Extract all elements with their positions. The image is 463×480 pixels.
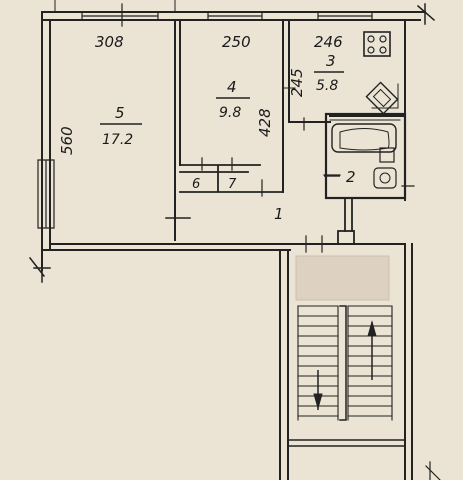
stair-treads-right [347,305,393,421]
stair-arrow-down-head [313,393,323,410]
sink [379,147,395,163]
stove [363,31,391,57]
closet-door-marks [201,157,263,197]
kitchen-counter [371,83,399,109]
room-2-number: 2 [346,168,356,186]
room-5-number: 5 [115,104,125,122]
stair-landing-bottom [287,439,406,447]
burner-1 [367,35,375,43]
window-room3 [317,11,373,21]
exterior-wall-left [41,11,51,271]
stair-arrow-up-head [367,320,377,337]
bathroom-door-mark [323,174,415,187]
stair-wall-left [279,249,289,480]
dim-room5-width: 308 [95,33,124,51]
kitchen-sink-inner [372,88,392,108]
corridor-wall [344,197,353,232]
room-4-number: 4 [227,78,237,96]
wall-end-mark-left [28,249,51,283]
kitchen-sink [365,81,399,115]
closets-outline [179,164,284,193]
window-room5 [81,11,159,21]
burner-2 [379,35,387,43]
closet-7-number: 7 [228,177,237,192]
dim-room3-depth: 245 [288,68,306,97]
toilet [373,167,397,189]
window-left [37,159,55,229]
entry-pillar [337,230,355,245]
burner-3 [367,46,375,54]
top-wall-segment-left [54,0,176,13]
room-4-area: 9.8 [219,105,241,121]
bathroom-walls [324,112,407,200]
dim-room4-depth: 428 [256,108,274,137]
stair-landing [295,255,390,301]
bathtub [331,123,397,153]
room-3-area: 5.8 [316,78,338,94]
dim-room3-width: 246 [314,33,343,51]
dim-room5-depth: 560 [58,126,76,155]
bathtub-inner [339,128,390,151]
window-room4 [207,11,263,21]
room-5-area: 17.2 [102,132,133,148]
dim-room4-width: 250 [222,33,251,51]
door-mark-hall [305,235,323,253]
toilet-bowl [379,172,391,184]
stair-divider [339,305,347,421]
stair-mark-bottom-right [425,461,441,480]
partition-5-4 [174,19,181,241]
room-3-number: 3 [326,52,336,70]
burner-4 [379,46,387,54]
closet-6-number: 6 [192,177,200,192]
partition-4-3 [282,19,290,193]
wall-bottom-left [41,243,289,251]
wall-end-mark-top-right [416,3,436,25]
room-1-number: 1 [274,205,284,223]
